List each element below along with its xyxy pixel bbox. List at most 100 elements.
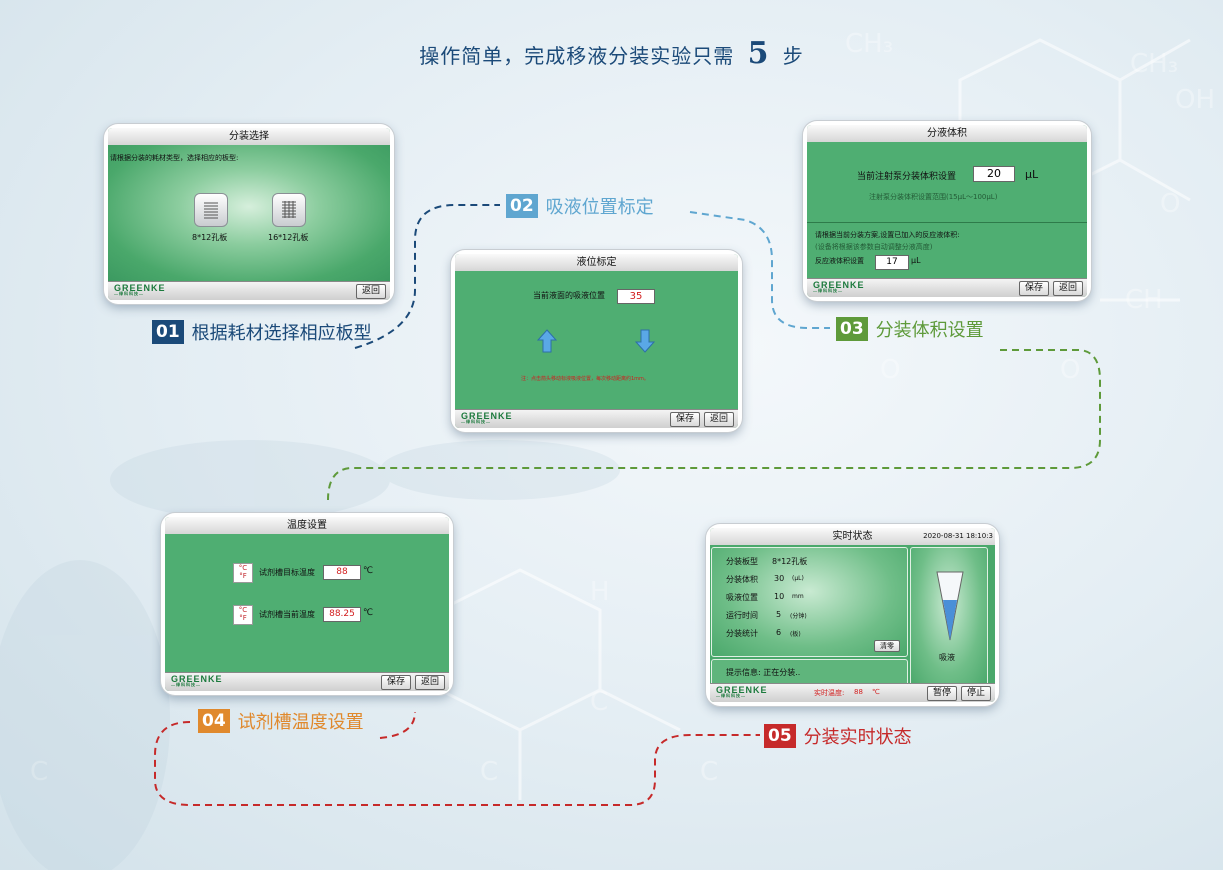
greenke-logo: GREENKE—绿科科技— [813,280,865,294]
aspirate-position-label: 当前液面的吸液位置 [533,291,605,300]
pause-button[interactable]: 暂停 [926,686,957,701]
step-04-text: 试剂槽温度设置 [237,712,364,733]
step-count: 5 [747,36,770,71]
step-02-text: 吸液位置标定 [545,197,654,218]
logo-brand: GREENKE [114,283,166,293]
svg-text:C: C [590,687,608,717]
back-button[interactable]: 返回 [414,675,445,690]
logo-sub: —绿科科技— [461,419,491,424]
headline-unit: 步 [782,44,804,68]
volume-label: 当前注射泵分装体积设置 [857,172,957,182]
option-label-8x12: 8*12孔板 [192,233,228,242]
back-button[interactable]: 返回 [355,284,386,299]
screen-footer: GREENKE—绿科科技— 返回 [108,281,390,300]
target-temp-unit: ℃ [363,566,374,576]
row-unit: mm [792,593,804,600]
tip-panel: 提示信息: 正在分装.. [711,659,908,687]
logo-brand: GREENKE [813,280,865,290]
logo-sub: —绿科科技— [114,291,144,296]
screen-display: 温度设置 °C °F 试剂槽目标温度 88 ℃ °C °F 试剂槽当前温度 88… [165,517,449,691]
save-button[interactable]: 保存 [1018,281,1049,296]
step-01-label: 01 根据耗材选择相应板型 [152,319,372,345]
row-value: 30 [774,574,785,583]
realtime-temp-value: 88 [854,688,863,696]
current-temp-label: 试剂槽当前温度 [259,610,315,619]
logo-sub: —绿科科技— [813,288,843,293]
screen-footer: GREENKE—绿科科技— 保存 返回 [165,672,449,691]
volume-unit: μL [1025,168,1039,181]
svg-text:C: C [480,757,498,787]
back-button[interactable]: 返回 [703,412,734,427]
option-label-16x12: 16*12孔板 [268,233,309,242]
target-temp-label: 试剂槽目标温度 [259,568,315,577]
stop-button[interactable]: 停止 [960,686,991,701]
reaction-volume-unit: μL [911,256,921,265]
screen-body: 请根据分装的耗材类型，选择相应的板型: 8*12孔板 16*12孔板 [108,145,390,282]
screen-title: 温度设置 [165,517,449,535]
back-button[interactable]: 返回 [1052,281,1083,296]
greenke-logo: GREENKE—绿科科技— [171,674,223,688]
current-temp-value: 88.25 [323,607,361,622]
row-label: 分装板型 [726,557,758,566]
clear-button[interactable]: 清零 [874,640,900,652]
step-01-number: 01 [152,320,184,344]
screen-display: 实时状态 2020-08-31 18:10:3 分装板型 8*12孔板 分装体积… [710,528,995,702]
volume-value[interactable]: 20 [973,166,1015,182]
row-value: 5 [776,610,782,619]
row-label: 吸液位置 [726,593,758,602]
calibration-hint: 注：点击箭头移动标液吸液位置，每次移动距离约1mm。 [521,376,649,382]
svg-text:H: H [590,577,610,607]
greenke-logo: GREENKE—绿科科技— [461,411,513,425]
thermometer-icon: °C °F [233,563,253,583]
svg-text:CH: CH [1125,285,1163,315]
screen-plate-select: 分装选择 请根据分装的耗材类型，选择相应的板型: 8*12孔板 16*12孔板 … [104,124,394,304]
greenke-logo: GREENKE—绿科科技— [114,283,166,297]
screen-level-calibration: 液位标定 当前液面的吸液位置 35 注：点击箭头移动标液吸液位置，每次移动距离约… [451,250,742,432]
save-button[interactable]: 保存 [669,412,700,427]
pipette-status: 吸液 [939,653,955,662]
instruction-text: 请根据分装的耗材类型，选择相应的板型: [110,154,239,162]
realtime-temp-unit: ℃ [872,688,880,696]
screen-volume-setting: 分液体积 当前注射泵分装体积设置 20 μL 注射泵分装体积设置范围(15μL～… [803,121,1091,301]
screen-footer: GREENKE—绿科科技— 保存 返回 [807,278,1087,297]
logo-sub: —绿科科技— [716,693,746,698]
reaction-volume-value[interactable]: 17 [875,255,909,270]
screen-footer: GREENKE—绿科科技— 保存 返回 [455,409,738,428]
thermometer-icon: °C °F [233,605,253,625]
screen-body: 当前液面的吸液位置 35 注：点击箭头移动标液吸液位置，每次移动距离约1mm。 [455,271,738,410]
row-value: 10 [774,592,785,601]
screen-display: 液位标定 当前液面的吸液位置 35 注：点击箭头移动标液吸液位置，每次移动距离约… [455,254,738,428]
arrow-up-icon[interactable] [537,329,557,353]
row-unit: (分钟) [790,613,807,620]
plate-8x12-icon[interactable] [194,193,228,227]
volume-range: 注射泵分装体积设置范围(15μL～100μL) [869,193,998,201]
divider [807,222,1087,223]
screen-body: 当前注射泵分装体积设置 20 μL 注射泵分装体积设置范围(15μL～100μL… [807,142,1087,279]
svg-text:C: C [30,757,48,787]
step-02-number: 02 [506,194,538,218]
logo-brand: GREENKE [461,411,513,421]
arrow-down-icon[interactable] [635,329,655,353]
screen-footer: GREENKE—绿科科技— 实时温度: 88 ℃ 暂停 停止 [710,683,995,702]
step-03-text: 分装体积设置 [875,320,984,341]
realtime-temp-label: 实时温度: [814,689,845,697]
datetime: 2020-08-31 18:10:3 [923,532,993,540]
svg-text:O: O [1060,355,1080,385]
logo-brand: GREENKE [716,685,768,695]
status-panel: 分装板型 8*12孔板 分装体积 30 (μL) 吸液位置 10 mm 运行时间… [711,547,908,657]
screen-title-text: 实时状态 [832,531,873,542]
plate-16x12-icon[interactable] [272,193,306,227]
reaction-note: 请根据当前分装方案,设置已加入的反应液体积: [815,231,960,239]
screen-title: 液位标定 [455,254,738,272]
step-02-label: 02 吸液位置标定 [506,193,654,219]
screen-realtime-status: 实时状态 2020-08-31 18:10:3 分装板型 8*12孔板 分装体积… [706,524,999,706]
row-unit: (μL) [792,575,804,582]
svg-text:O: O [1160,189,1180,219]
save-button[interactable]: 保存 [380,675,411,690]
aspirate-position-value[interactable]: 35 [617,289,655,304]
step-03-label: 03 分装体积设置 [836,316,984,342]
target-temp-value[interactable]: 88 [323,565,361,580]
reaction-volume-label: 反应液体积设置 [815,257,864,265]
reaction-note-sub: (设备将根据该参数自动调整分液高度) [815,243,933,251]
row-value: 6 [776,628,782,637]
